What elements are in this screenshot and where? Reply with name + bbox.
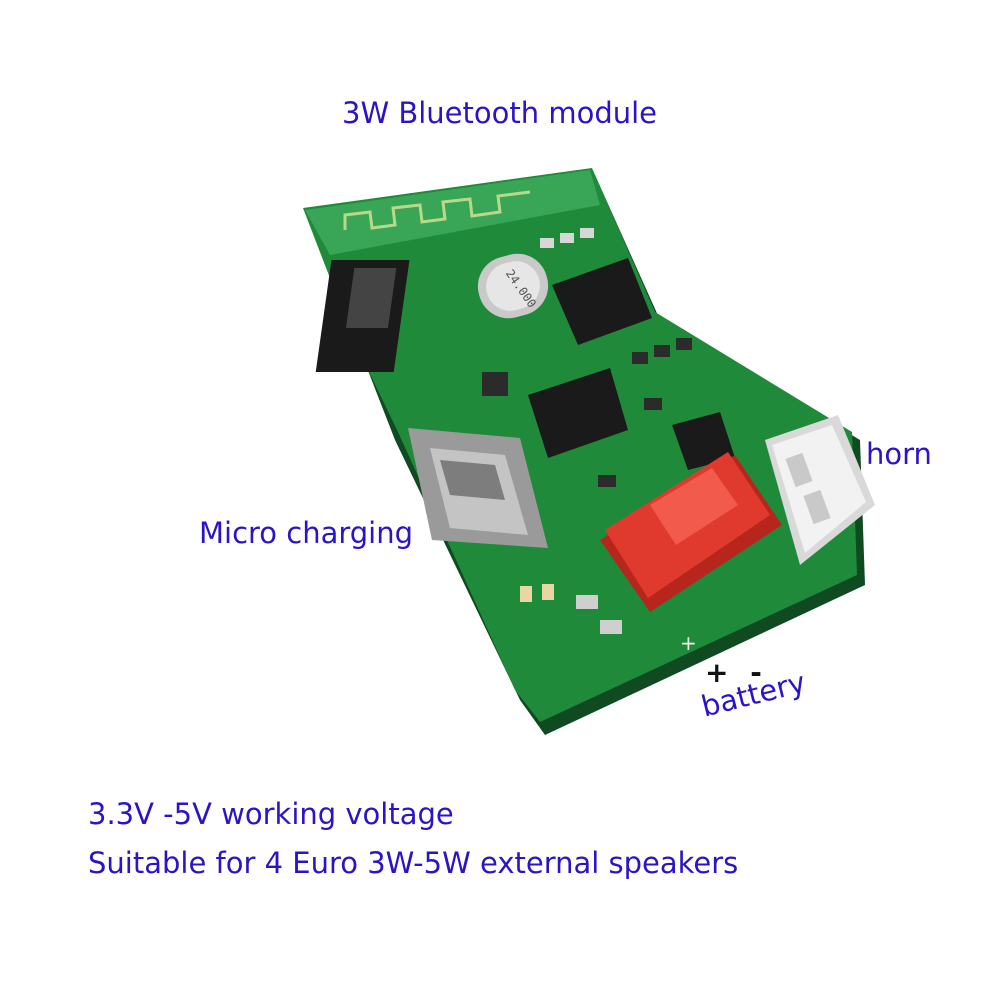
- small-chip: [672, 412, 735, 470]
- horn-label: horn: [866, 437, 932, 471]
- image-title: 3W Bluetooth module: [342, 96, 658, 130]
- working-voltage-text: 3.3V -5V working voltage: [88, 797, 454, 831]
- battery-polarity-label: + -: [705, 656, 768, 689]
- antenna-trace: [343, 190, 531, 230]
- speaker-connector: [765, 415, 875, 565]
- smd-components: [482, 228, 692, 634]
- bt-chip: [552, 258, 652, 345]
- slide-switch-lever: [345, 268, 397, 328]
- micro-usb-port: [408, 428, 548, 548]
- plus-silkscreen: +: [680, 631, 697, 655]
- crystal-oscillator: 24.000: [477, 253, 549, 319]
- led-1: [520, 586, 532, 602]
- battery-connector: [600, 452, 782, 612]
- speaker-compat-text: Suitable for 4 Euro 3W-5W external speak…: [88, 846, 739, 880]
- amplifier-chip: [528, 368, 628, 458]
- led-2: [542, 584, 554, 600]
- micro-charging-label: Micro charging: [199, 516, 414, 550]
